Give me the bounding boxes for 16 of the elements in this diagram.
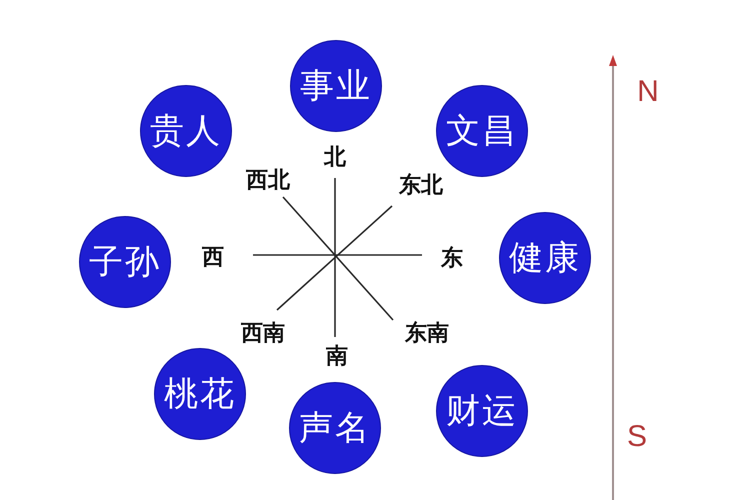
direction-label: 东南 (405, 322, 449, 344)
node-label: 贵人 (150, 114, 222, 148)
node-label: 健康 (509, 241, 581, 275)
direction-label: 东北 (399, 174, 443, 196)
node-label: 声名 (299, 411, 371, 445)
pole-label: N (637, 77, 659, 107)
direction-label: 东 (441, 247, 463, 269)
node-label: 文昌 (446, 114, 518, 148)
pole-label: S (627, 422, 647, 452)
node-label: 子孙 (89, 245, 161, 279)
node-label: 事业 (300, 69, 372, 103)
node-label: 桃花 (164, 377, 236, 411)
direction-label: 西北 (246, 169, 290, 191)
direction-label: 西 (202, 246, 224, 268)
node-label: 财运 (446, 394, 518, 428)
direction-label: 西南 (241, 322, 285, 344)
